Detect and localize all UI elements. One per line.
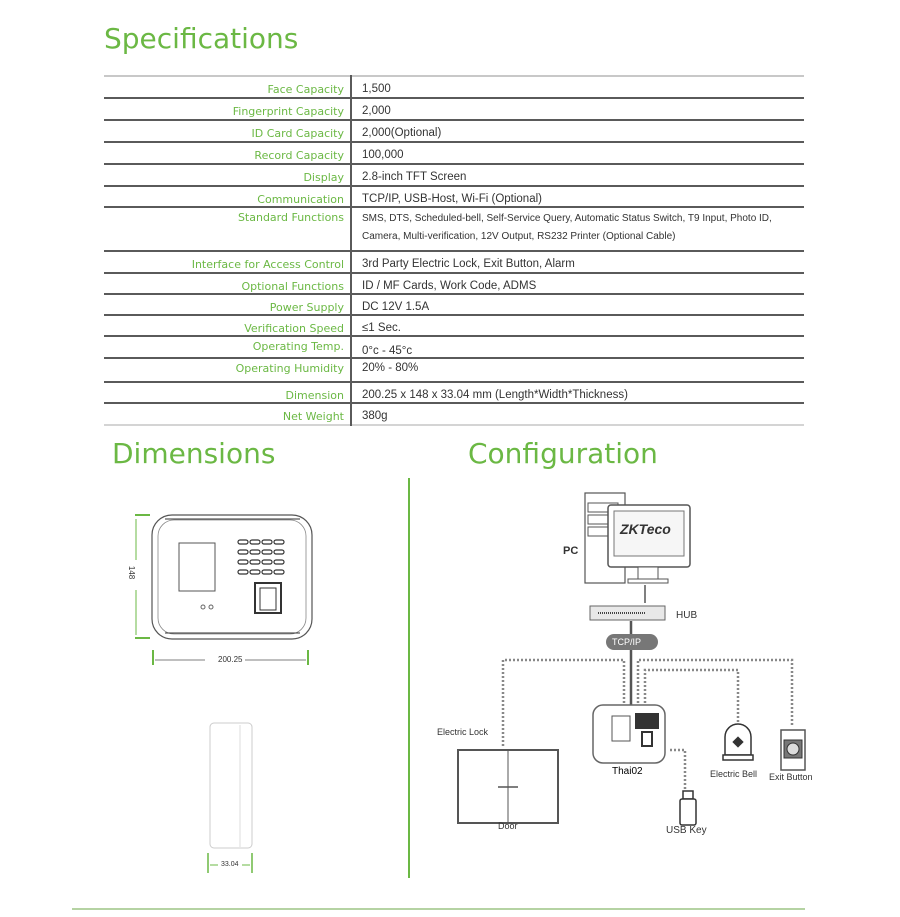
spec-value: SMS, DTS, Scheduled-bell, Self-Service Q… [351,207,804,251]
spec-value: 20% - 80% [362,362,419,374]
spec-row: Power Supply DC 12V 1.5A [104,294,804,315]
footer-rule [72,908,805,910]
device-front-drawing [135,514,313,665]
spec-row: Face Capacity 1,500 [104,76,804,98]
spec-value: 2,000(Optional) [362,127,442,139]
spec-row: ID Card Capacity 2,000(Optional) [104,120,804,142]
spec-row: Communication TCP/IP, USB-Host, Wi-Fi (O… [104,186,804,207]
dimensions-heading: Dimensions [112,437,276,470]
spec-label: Face Capacity [104,76,352,98]
thickness-dimension-label: 33.04 [221,861,239,868]
spec-row: Dimension 200.25 x 148 x 33.04 mm (Lengt… [104,382,804,403]
configuration-diagram [457,492,806,826]
door-label: Door [498,821,518,831]
spec-row: Operating Humidity 20% - 80% [104,358,804,382]
spec-label: Operating Humidity [104,358,352,382]
specifications-table: Face Capacity 1,500 Fingerprint Capacity… [104,75,804,426]
spec-value: 2,000 [362,105,391,117]
spec-label: Record Capacity [104,142,352,164]
spec-label: Net Weight [104,403,352,425]
electric-lock-label: Electric Lock [437,727,489,737]
spec-value: 100,000 [362,149,404,161]
spec-label: Power Supply [104,294,352,315]
spec-value: ID / MF Cards, Work Code, ADMS [362,280,537,292]
spec-row: Fingerprint Capacity 2,000 [104,98,804,120]
configuration-heading: Configuration [468,437,658,470]
tcpip-label: TCP/IP [612,637,642,647]
spec-value: 0°c - 45°c [362,345,413,357]
spec-row: Optional Functions ID / MF Cards, Work C… [104,273,804,294]
spec-label: ID Card Capacity [104,120,352,142]
spec-label: Display [104,164,352,186]
spec-value-line: SMS, DTS, Scheduled-bell, Self-Service Q… [362,213,772,224]
spec-label: Optional Functions [104,273,352,294]
spec-label: Fingerprint Capacity [104,98,352,120]
spec-label: Communication [104,186,352,207]
specifications-heading: Specifications [104,22,299,55]
spec-value-line: Camera, Multi-verification, 12V Output, … [362,231,676,242]
spec-row: Display 2.8-inch TFT Screen [104,164,804,186]
spec-value: DC 12V 1.5A [362,301,430,313]
spec-label: Verification Speed [104,315,352,336]
spec-row: Standard Functions SMS, DTS, Scheduled-b… [104,207,804,251]
spec-label: Standard Functions [104,207,352,251]
zkteco-logo: ZKTeco [620,521,671,537]
spec-label: Operating Temp. [104,336,352,358]
spec-value: 2.8-inch TFT Screen [362,171,467,183]
usb-key-label: USB Key [666,825,707,836]
electric-bell-label: Electric Bell [710,769,758,779]
exit-button-label: Exit Button [769,772,813,782]
pc-label: PC [563,545,579,557]
device-side-drawing [207,722,253,873]
spec-value: 3rd Party Electric Lock, Exit Button, Al… [362,258,575,270]
spec-row: Operating Temp. 0°c - 45°c [104,336,804,358]
spec-row: Net Weight 380g [104,403,804,425]
spec-row: Record Capacity 100,000 [104,142,804,164]
device-label: Thai02 [612,766,643,777]
spec-row: Interface for Access Control 3rd Party E… [104,251,804,273]
spec-value: ≤1 Sec. [362,322,401,334]
spec-row: Verification Speed ≤1 Sec. [104,315,804,336]
width-dimension-label: 200.25 [218,655,243,664]
section-divider [408,478,410,878]
spec-value: 200.25 x 148 x 33.04 mm (Length*Width*Th… [362,389,628,401]
spec-value: TCP/IP, USB-Host, Wi-Fi (Optional) [362,193,542,205]
hub-label: HUB [676,610,698,621]
spec-value: 380g [362,410,388,422]
spec-label: Dimension [104,382,352,403]
height-dimension-label: 148 [127,565,137,580]
spec-label: Interface for Access Control [104,251,352,273]
spec-value: 1,500 [362,83,391,95]
